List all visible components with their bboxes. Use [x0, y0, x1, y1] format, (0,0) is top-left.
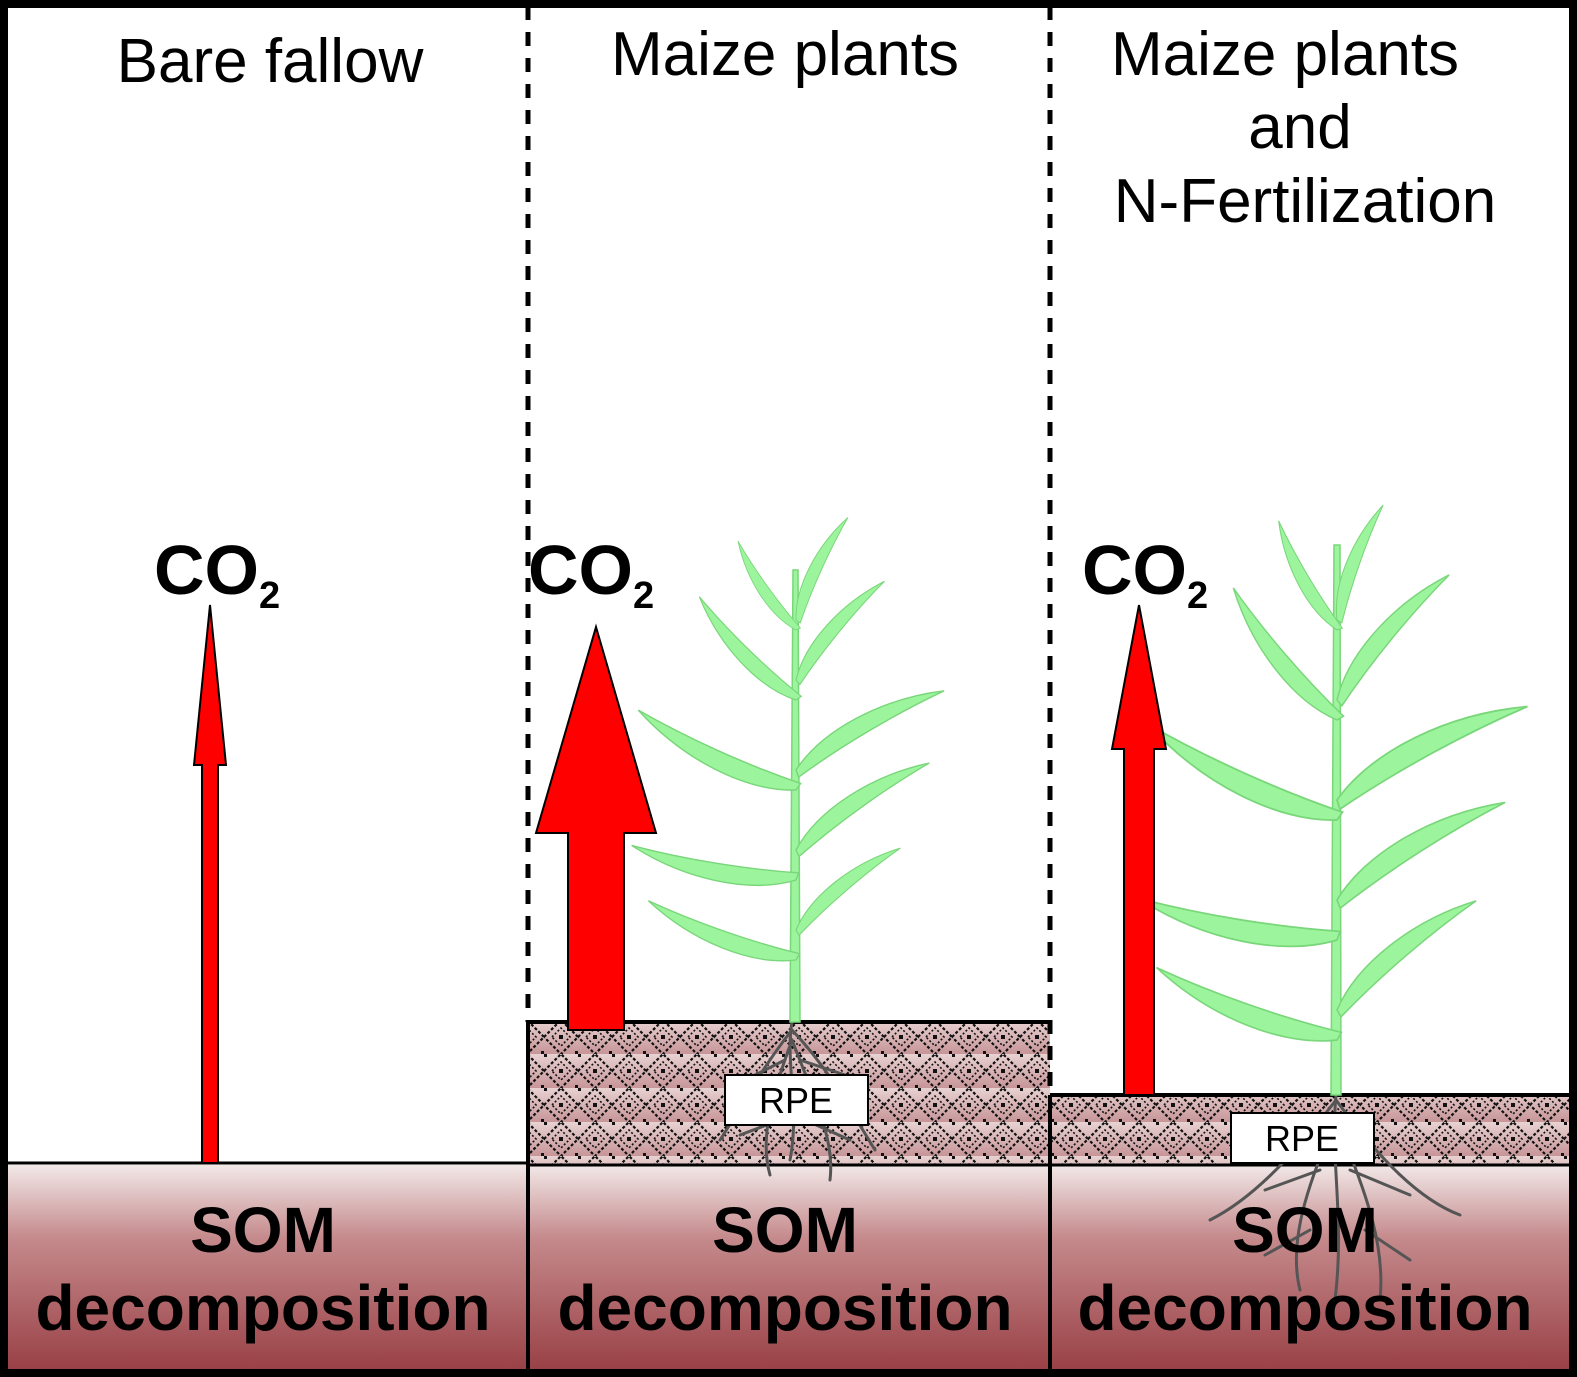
- panel-title-fertilized-line3: N-Fertilization: [1114, 167, 1496, 236]
- som-soil-band: [4, 1165, 1573, 1373]
- som-label-bare-fallow-line2: decomposition: [35, 1272, 490, 1344]
- maize-plant-2: [1134, 502, 1541, 1096]
- rpe-label: RPE: [759, 1080, 833, 1121]
- panel-title-maize: Maize plants: [611, 20, 959, 89]
- panel-title-fertilized-line1: Maize plants: [1111, 20, 1459, 89]
- maize-plant-1: [628, 514, 956, 1023]
- som-layer: [4, 1165, 1573, 1373]
- som-label-bare-fallow-line1: SOM: [190, 1194, 336, 1266]
- som-label-fertilized-line2: decomposition: [1077, 1272, 1532, 1344]
- som-label-fertilized-line1: SOM: [1232, 1194, 1378, 1266]
- som-label-maize-line2: decomposition: [557, 1272, 1012, 1344]
- co2-label-fertilized: CO2: [1082, 531, 1208, 617]
- co2-flux-arrow-maize: [534, 623, 658, 1031]
- som-label-maize-line1: SOM: [712, 1194, 858, 1266]
- co2-flux-arrow-bare-fallow: [192, 604, 228, 1164]
- panel-title-fertilized-line2: and: [1248, 93, 1351, 162]
- panel-title-bare-fallow: Bare fallow: [117, 27, 424, 96]
- co2-label-bare-fallow: CO2: [154, 531, 280, 617]
- co2-flux-arrow-fertilized: [1110, 604, 1168, 1096]
- rpe-box-fertilized: RPE: [1230, 1112, 1375, 1164]
- stem: [789, 569, 801, 1023]
- rpe-box-maize: RPE: [724, 1074, 869, 1126]
- rpe-label: RPE: [1265, 1118, 1339, 1159]
- co2-label-maize: CO2: [528, 531, 654, 617]
